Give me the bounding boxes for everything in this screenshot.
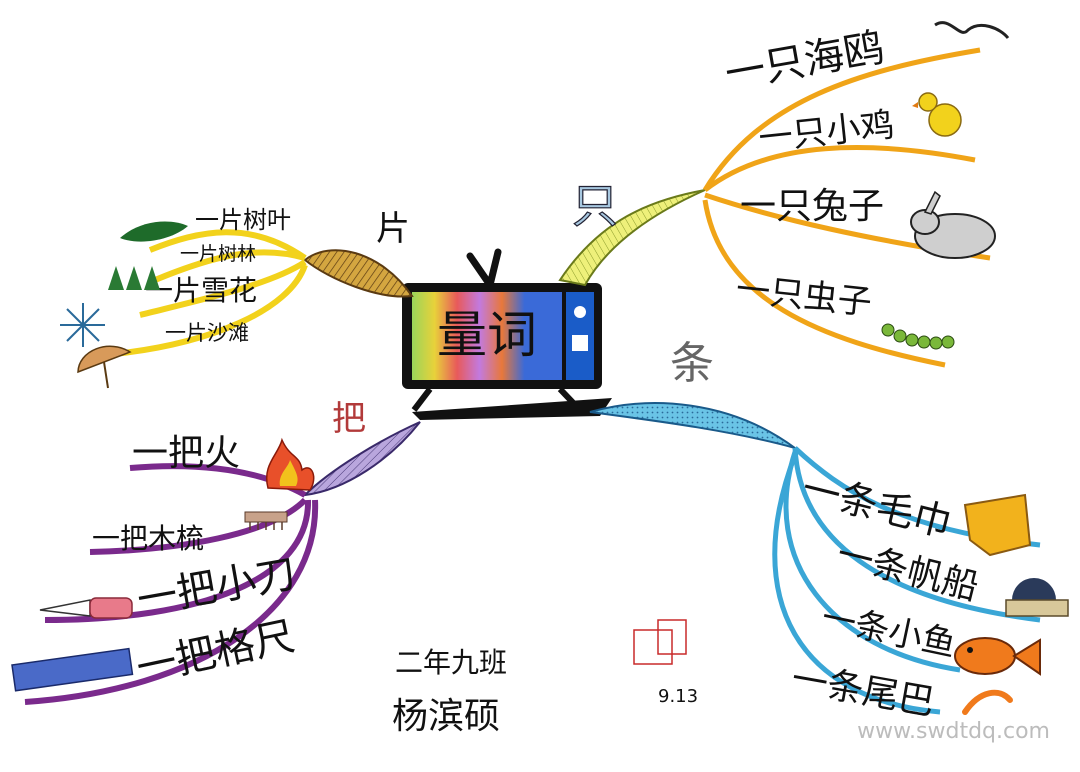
- seagull-icon: [934, 21, 1010, 40]
- branch-ba: 把 一把火 一把木梳 一把小刀 一把格尺: [11, 399, 421, 705]
- branch-keyword-tiao: 条: [670, 338, 714, 389]
- item-zhi-3: 一只兔子: [740, 186, 884, 227]
- knife-icon: [39, 597, 133, 619]
- beach-umbrella-icon: [77, 345, 132, 389]
- seal-stamp-icon: [633, 619, 687, 665]
- central-tv: 量词: [402, 248, 612, 420]
- item-tiao-2: 一条帆船: [833, 534, 983, 609]
- item-ba-4: 一把格尺: [133, 614, 299, 692]
- branch-line: [702, 47, 981, 192]
- item-zhi-1: 一只海鸥: [722, 25, 888, 98]
- rabbit-icon: [910, 190, 996, 259]
- fish-icon: [954, 637, 1041, 676]
- trees-icon: [108, 266, 160, 290]
- tv-screen: [412, 292, 562, 380]
- item-pian-2: 一片树林: [180, 243, 256, 265]
- item-zhi-4: 一只虫子: [734, 269, 873, 323]
- item-tiao-3: 一条小鱼: [818, 598, 959, 665]
- towel-icon: [963, 493, 1032, 557]
- chick-icon: [912, 92, 962, 137]
- author-class: 二年九班: [395, 646, 507, 679]
- sailboat-icon: [1005, 578, 1069, 617]
- snowflake-icon: [60, 303, 105, 347]
- branch-keyword-ba: 把: [332, 399, 366, 439]
- comb-icon: [244, 511, 288, 530]
- fire-icon: [265, 437, 315, 491]
- branch-pian: 片 一片树叶 一片树林 一片雪花 一片沙滩: [60, 206, 414, 389]
- author-name: 杨滨硕: [392, 696, 500, 737]
- branch-zhi: 只 一只海鸥 一只小鸡 一只兔子 一只虫子: [558, 21, 1010, 368]
- item-ba-2: 一把木梳: [92, 522, 204, 555]
- tv-antenna-icon: [466, 252, 494, 289]
- branch-line: [148, 229, 307, 261]
- date-label: 9.13: [658, 686, 698, 707]
- center-label: 量词: [437, 306, 537, 364]
- branch-tiao: 条 一条毛巾 一条帆船 一条小鱼 一条尾巴: [589, 338, 1069, 724]
- item-ba-3: 一把小刀: [134, 551, 300, 624]
- item-ba-1: 一把火: [132, 433, 240, 474]
- branch-keyword-zhi: 只: [572, 179, 618, 233]
- branch-keyword-pian: 片: [376, 209, 410, 249]
- tail-icon: [962, 689, 1013, 715]
- item-tiao-4: 一条尾巴: [788, 658, 937, 723]
- leaf-icon: [120, 221, 188, 242]
- item-pian-1: 一片树叶: [195, 206, 291, 234]
- caterpillar-icon: [881, 323, 955, 350]
- watermark: www.swdtdq.com: [857, 719, 1050, 744]
- item-tiao-1: 一条毛巾: [798, 466, 956, 545]
- item-pian-4: 一片沙滩: [165, 321, 249, 345]
- item-pian-3: 一片雪花: [145, 274, 257, 307]
- ruler-icon: [11, 647, 134, 692]
